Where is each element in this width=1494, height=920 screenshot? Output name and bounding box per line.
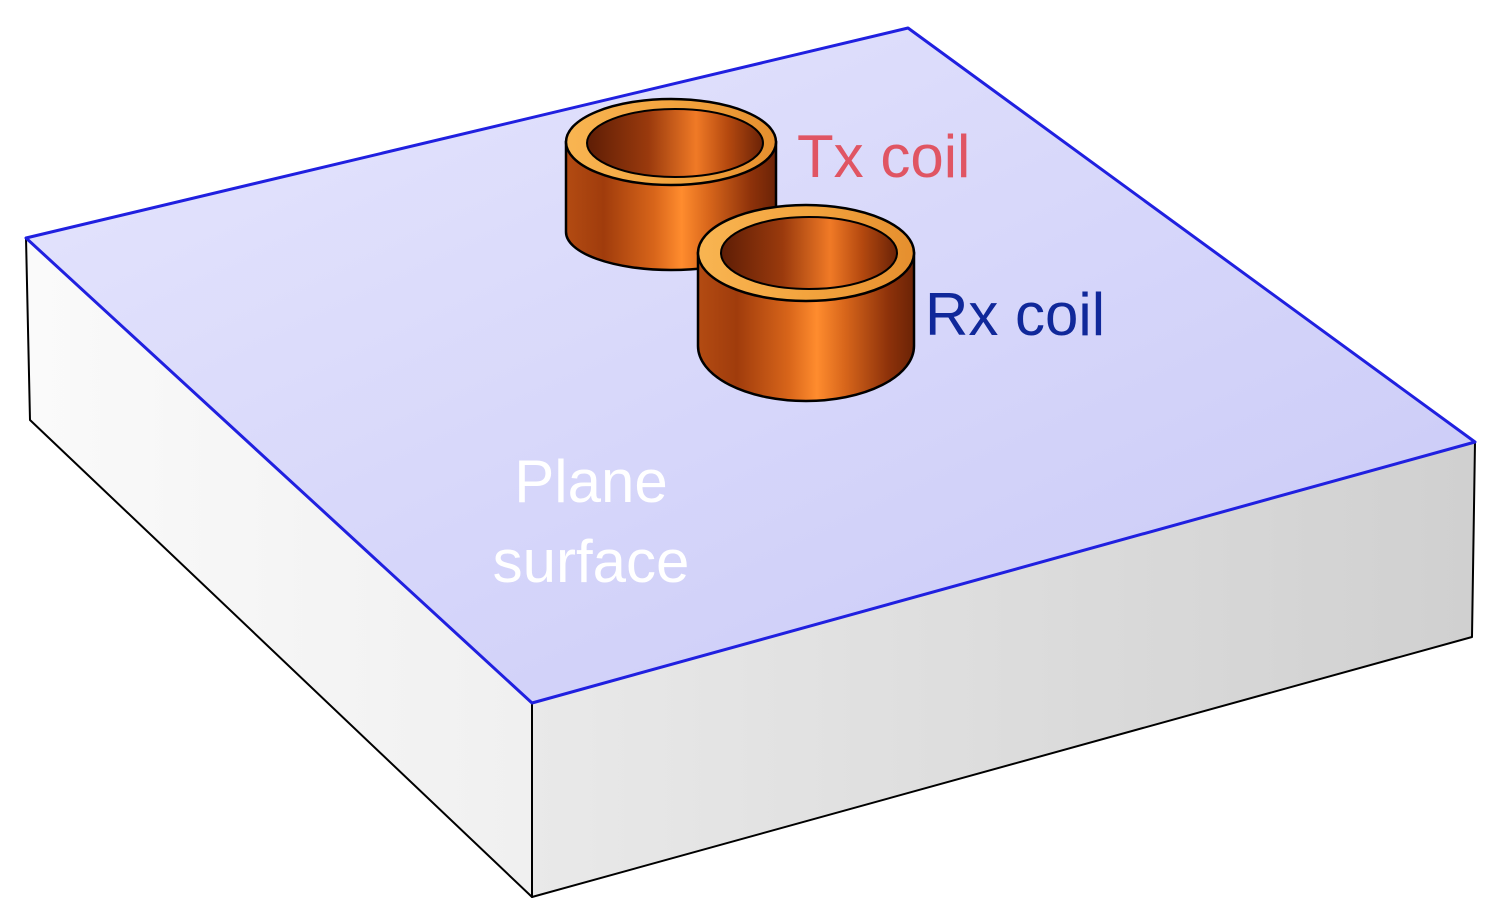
rx-coil-label: Rx coil — [925, 281, 1105, 348]
tx-coil-label: Tx coil — [797, 123, 970, 190]
plane-surface-label-line2: surface — [493, 528, 690, 595]
plane-surface-label-line1: Plane — [514, 448, 667, 515]
rx-coil — [696, 203, 916, 403]
tx-coil — [564, 97, 778, 272]
